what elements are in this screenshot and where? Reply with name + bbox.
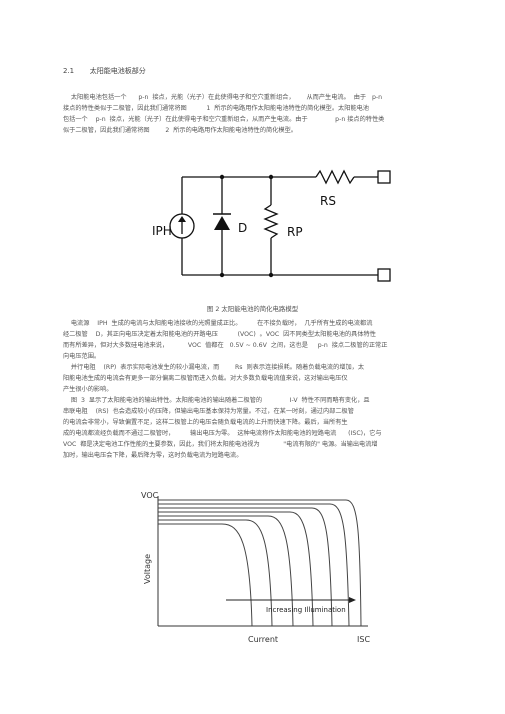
iv-curve-chart: Increasing Illumination Voltage VOC Curr… — [141, 491, 370, 644]
isc-label: ISC — [357, 635, 370, 644]
iv-curves — [158, 499, 362, 627]
body-paragraphs: 电流源 IPH 生成的电流与太阳能电池接收的光照量成正比。 在不接负载时， 几乎… — [63, 318, 443, 461]
x-axis-label: Current — [248, 635, 278, 644]
section-number: 2.1 — [63, 67, 75, 75]
shunt-resistor — [263, 204, 279, 239]
label-iph: IPH — [152, 224, 172, 238]
label-rp: RP — [287, 225, 303, 239]
text-line: 电流源 IPH 生成的电流与太阳能电池接收的光照量成正比。 在不接负载时， 几乎… — [63, 320, 373, 327]
voc-label: VOC — [141, 491, 159, 500]
text-line: VOC 都是决定电池工作性能的主要参数，因此，我们将太阳能电池视为 "电流有限的… — [63, 441, 378, 448]
text-line: 似于二极管，因此我们通常将图 2 所示的电路用作太阳能电池特性的简化模型。 — [63, 127, 297, 134]
text-line: 的电流会非常小，导致偏置不足，这样二极管上的电压会随负载电流的上升而快速下降。最… — [63, 419, 348, 426]
label-rs: RS — [320, 194, 336, 208]
text-line: 太阳能电池包括一个 p-n 接点，光能（光子）在此使得电子和空穴重新组合， 从而… — [63, 94, 383, 101]
text-line: 向电压范围。 — [63, 353, 101, 360]
iv-curve — [158, 499, 362, 627]
text-line: 产生很小的影响。 — [63, 386, 113, 393]
text-line: 而有所差异，但对大多数硅电池来说， VOC 值都在 0.5V ~ 0.6V 之间… — [63, 342, 388, 349]
output-terminal-bottom — [377, 268, 391, 282]
iv-curve — [158, 523, 253, 627]
iv-curve — [158, 511, 314, 627]
text-line: 加时，输出电压会下降，最后降为零，这时负载电流为短路电流。 — [63, 452, 243, 459]
illumination-label: Increasing Illumination — [266, 606, 346, 614]
figure-caption: 图 2 太阳能电池的简化电路模型 — [206, 305, 299, 313]
iv-curve — [158, 507, 333, 627]
y-axis-label: Voltage — [143, 554, 152, 584]
text-line: 并行电阻 (RP) 表示实际电池发生的较小漏电流，而 Rs 则表示连接损耗。随着… — [63, 364, 365, 371]
text-line: 串联电阻 (RS) 也会造成较小的压降，但输出电压基本保持为常量。不过，在某一时… — [63, 408, 354, 415]
current-source-symbol — [169, 213, 195, 239]
circuit-diagram: IPH D RP RS — [152, 169, 391, 282]
text-line: 接点的特性类似于二极管，因此我们通常将图 1 所示的电路用作太阳能电池特性的简化… — [63, 105, 369, 112]
text-line: 经二极管 D，其正向电压决定着太阳能电池的开路电压 (VOC) 。VOC 因不同… — [63, 331, 376, 338]
intro-paragraph: 太阳能电池包括一个 p-n 接点，光能（光子）在此使得电子和空穴重新组合， 从而… — [63, 92, 443, 136]
iv-curve — [158, 515, 294, 627]
text-line: 包括一个 p-n 接点，光能（光子）在此使得电子和空穴重新组合，从而产生电流。由… — [63, 116, 385, 123]
text-line: 阳能电池生成的电流会有更多一部分偏离二极管而进入负载。对大多数负载电流值来说，这… — [63, 375, 348, 382]
section-heading: 2.1 太阳能电池板部分 — [63, 66, 146, 76]
series-resistor — [315, 169, 355, 185]
text-line: 成的电流都流经负载而不通过二极管时， 输出电压为零。 这种电流称作太阳能电池的短… — [63, 430, 382, 437]
iv-curve — [158, 519, 273, 627]
section-title: 太阳能电池板部分 — [89, 67, 146, 75]
diode-symbol — [213, 213, 231, 230]
iv-curve — [158, 503, 350, 627]
output-terminal-top — [377, 170, 391, 184]
label-d: D — [238, 221, 247, 235]
text-line: 图 3 显示了太阳能电池的输出特性。太阳能电池的输出随着二极管的 I-V 特性不… — [63, 397, 370, 404]
